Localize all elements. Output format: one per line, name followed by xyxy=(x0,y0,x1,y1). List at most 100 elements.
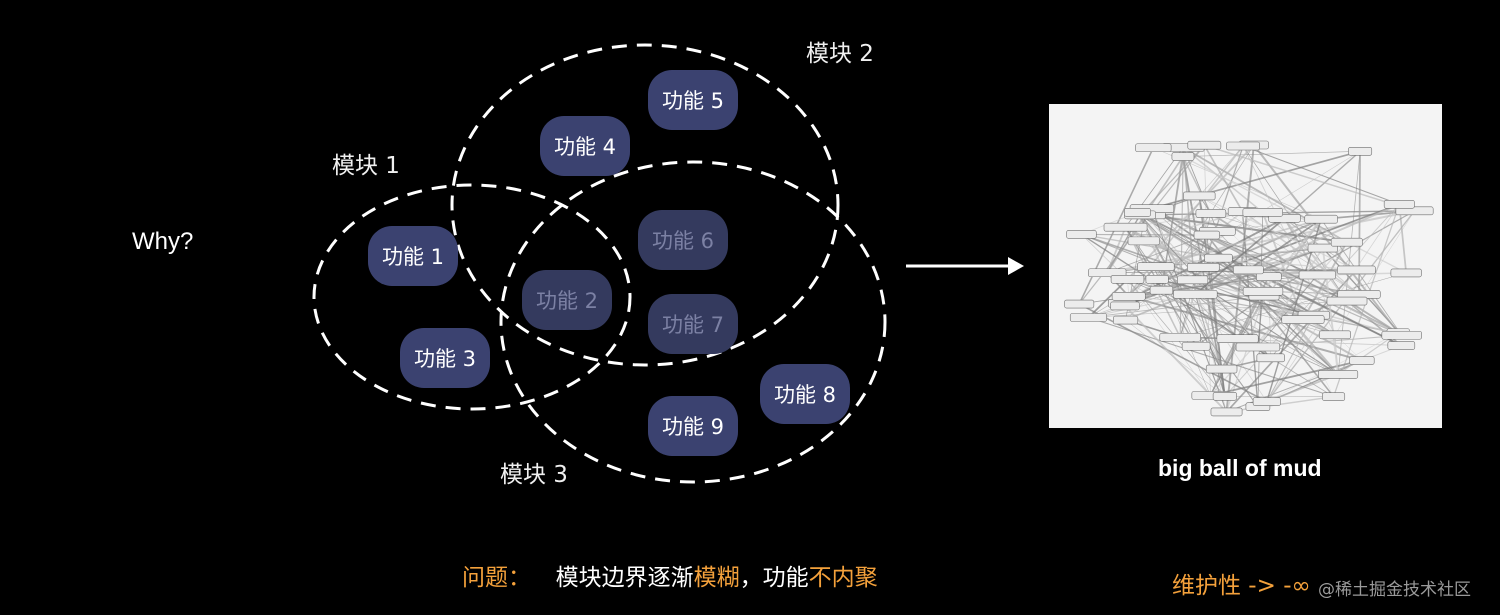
graph-edge xyxy=(1157,278,1315,316)
function-node-4: 功能 4 xyxy=(540,116,630,176)
graph-edge xyxy=(1179,147,1184,338)
graph-node xyxy=(1205,364,1238,374)
graph-node xyxy=(1390,268,1422,278)
graph-edge xyxy=(1210,213,1323,249)
graph-edge xyxy=(1128,295,1314,316)
graph-node xyxy=(1307,243,1338,253)
graph-edge xyxy=(1241,211,1259,407)
function-node-7: 功能 7 xyxy=(648,294,738,354)
graph-node xyxy=(1322,392,1346,401)
graph-node xyxy=(1226,141,1260,151)
graph-node xyxy=(1069,313,1107,322)
graph-node xyxy=(1110,301,1140,311)
graph-node xyxy=(1149,285,1174,295)
function-node-8: 功能 8 xyxy=(760,364,850,424)
graph-node xyxy=(1088,268,1127,278)
graph-node xyxy=(1256,353,1285,363)
graph-node xyxy=(1135,143,1172,153)
graph-edge xyxy=(1078,303,1268,403)
graph-node xyxy=(1124,208,1151,217)
graph-edge xyxy=(1218,247,1323,260)
graph-edge xyxy=(1195,294,1268,402)
graph-edge xyxy=(1088,295,1265,318)
graph-edge xyxy=(1263,210,1415,297)
graph-node xyxy=(1210,407,1243,417)
graph-node xyxy=(1187,140,1222,150)
graph-edge xyxy=(1268,276,1402,336)
graph-edge xyxy=(1321,247,1340,375)
module-1-boundary xyxy=(312,183,632,411)
problem-highlight-blurry: 模糊 xyxy=(693,565,740,591)
graph-node xyxy=(1348,147,1373,156)
graph-edge xyxy=(1194,217,1286,295)
graph-edge xyxy=(1081,233,1315,316)
module-3-boundary xyxy=(499,160,887,484)
graph-node xyxy=(1171,152,1195,161)
graph-edge xyxy=(1284,150,1361,219)
graph-edge xyxy=(1199,195,1357,271)
graph-node xyxy=(1177,275,1209,285)
graph-node xyxy=(1318,370,1359,379)
graph-node xyxy=(1183,191,1216,201)
graph-node xyxy=(1187,262,1220,272)
module-2-boundary xyxy=(450,43,840,367)
problem-highlight-not-cohesive: 不内聚 xyxy=(808,565,878,591)
graph-node xyxy=(1216,334,1259,343)
problem-label: 问题： xyxy=(462,565,531,591)
graph-edge xyxy=(1204,144,1415,212)
graph-edge xyxy=(1284,217,1324,249)
graph-edge xyxy=(1182,150,1361,157)
graph-node xyxy=(1349,356,1375,365)
graph-edge xyxy=(1266,210,1416,403)
graph-edge xyxy=(1121,195,1200,304)
graph-edge xyxy=(1247,203,1400,271)
module-3-label: 模块 3 xyxy=(500,462,568,488)
module-1-label: 模块 1 xyxy=(332,153,400,179)
problem-text-1: 模块边界逐渐 xyxy=(555,565,694,591)
graph-edge xyxy=(1206,234,1403,336)
arrow-right-icon xyxy=(906,257,1024,275)
graph-node xyxy=(1127,236,1160,246)
graph-node xyxy=(1145,275,1169,284)
graph-node xyxy=(1111,291,1146,301)
big-ball-of-mud-image xyxy=(1049,104,1442,428)
graph-node xyxy=(1110,274,1145,284)
graph-edge xyxy=(1127,278,1339,375)
function-node-1: 功能 1 xyxy=(368,226,458,286)
graph-edge xyxy=(1257,247,1324,348)
graph-node xyxy=(1252,397,1281,406)
graph-node xyxy=(1383,199,1415,209)
graph-edge xyxy=(1398,204,1408,274)
graph-node xyxy=(1193,230,1220,240)
graph-node xyxy=(1256,272,1282,281)
function-node-2: 功能 2 xyxy=(522,270,612,330)
graph-node xyxy=(1281,315,1325,324)
graph-node xyxy=(1304,214,1338,224)
graph-edge xyxy=(1143,240,1193,280)
graph-edge xyxy=(1087,278,1129,319)
graph-node xyxy=(1195,209,1227,218)
graph-node xyxy=(1235,342,1281,352)
maintainability-label: 维护性 -> -∞ xyxy=(1172,573,1311,599)
graph-node xyxy=(1112,315,1139,325)
graph-edge xyxy=(1155,265,1196,296)
function-node-5: 功能 5 xyxy=(648,70,738,130)
watermark: @稀土掘金技术社区 xyxy=(1318,580,1471,600)
module-2-label: 模块 2 xyxy=(806,41,874,67)
graph-node xyxy=(1381,330,1422,340)
graph-node xyxy=(1064,299,1095,309)
graph-node xyxy=(1242,208,1283,217)
graph-node xyxy=(1181,341,1211,351)
problem-text-2: ，功能 xyxy=(739,565,809,591)
graph-node xyxy=(1066,230,1097,239)
graph-node xyxy=(1233,265,1264,275)
graph-node xyxy=(1173,289,1218,299)
graph-edge xyxy=(1346,300,1399,333)
dependency-graph-image xyxy=(1064,140,1434,417)
graph-node xyxy=(1330,237,1363,247)
graph-edge xyxy=(1182,146,1264,213)
graph-node xyxy=(1337,265,1376,275)
graph-node xyxy=(1204,253,1233,263)
graph-edge xyxy=(1145,213,1347,244)
